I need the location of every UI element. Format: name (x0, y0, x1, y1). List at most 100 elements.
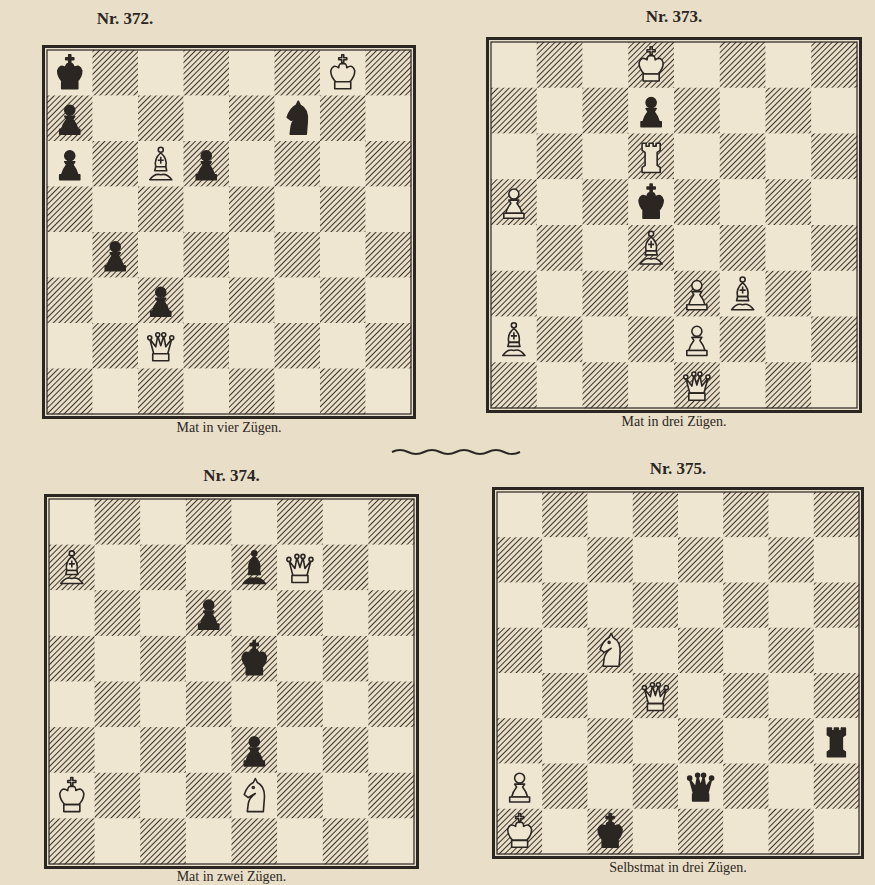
chess-piece (196, 151, 216, 180)
board-square (320, 141, 366, 187)
board-square (47, 232, 93, 278)
board-square (583, 42, 629, 88)
board-square (320, 50, 366, 96)
board-square (138, 323, 184, 369)
board-square (588, 718, 634, 764)
board-square (49, 727, 95, 773)
board-square (769, 492, 815, 538)
board-square (491, 179, 537, 225)
board-square (232, 773, 278, 819)
board-square (229, 323, 275, 369)
board-square (138, 369, 184, 415)
board-square (138, 96, 184, 142)
board-square (769, 673, 815, 719)
board-square (766, 134, 812, 180)
board-square (232, 727, 278, 773)
board-square (766, 42, 812, 88)
problem-number: Nr. 372. (0, 9, 312, 29)
board-square (633, 764, 679, 810)
board-square (275, 278, 321, 324)
chess-piece (687, 281, 707, 310)
board-square (275, 369, 321, 415)
board-square (323, 636, 369, 682)
board-square (720, 271, 766, 317)
board-square (633, 809, 679, 855)
board-square (277, 636, 323, 682)
problem-number: Nr. 373. (486, 7, 862, 27)
board-square (186, 773, 232, 819)
board-square (95, 727, 141, 773)
board-square (674, 179, 720, 225)
board-square (542, 628, 588, 674)
board-square (537, 42, 583, 88)
board-square (628, 362, 674, 408)
board-square (93, 323, 139, 369)
board-square (140, 545, 186, 591)
board-square (678, 583, 724, 629)
board-square (769, 537, 815, 583)
chess-piece (150, 147, 172, 180)
board-square (229, 187, 275, 233)
board-square (811, 317, 857, 363)
board-square (93, 278, 139, 324)
chess-piece (244, 737, 264, 766)
board-square (138, 141, 184, 187)
board-frame (44, 47, 415, 418)
chess-piece (61, 551, 83, 584)
board-square (583, 134, 629, 180)
board-square (633, 718, 679, 764)
board-square (811, 362, 857, 408)
board-square (814, 628, 860, 674)
board-square (49, 636, 95, 682)
board-square (491, 271, 537, 317)
board-square (633, 628, 679, 674)
board-square (368, 682, 414, 728)
board-square (186, 590, 232, 636)
chess-board (486, 37, 862, 413)
chess-piece (510, 773, 530, 802)
board-square (366, 96, 412, 142)
chess-piece (684, 372, 710, 400)
chess-piece (58, 55, 82, 89)
chess-piece (642, 683, 668, 711)
board-square (47, 369, 93, 415)
board-square (542, 718, 588, 764)
board-square (491, 362, 537, 408)
board-square (678, 764, 724, 810)
divider-line (392, 450, 520, 454)
chess-piece (827, 728, 845, 757)
chess-piece (287, 101, 307, 134)
board-square (49, 682, 95, 728)
board-square (323, 499, 369, 545)
board-square (140, 636, 186, 682)
problem-stipulation: Mat in zwei Zügen. (44, 870, 419, 884)
board-square (588, 628, 634, 674)
board-square (232, 818, 278, 864)
board-square (366, 278, 412, 324)
board-square (95, 590, 141, 636)
board-square (320, 278, 366, 324)
board-square (491, 42, 537, 88)
board-square (491, 88, 537, 134)
board-square (95, 499, 141, 545)
board-square (49, 590, 95, 636)
board-square (275, 187, 321, 233)
board-square (674, 134, 720, 180)
board-square (537, 271, 583, 317)
problem-number: Nr. 374. (44, 466, 419, 486)
problem-board: Nr. 372.Mat in vier Zügen. (42, 45, 416, 419)
board-frame (494, 489, 863, 858)
board-square (720, 88, 766, 134)
board-square (47, 278, 93, 324)
board-square (323, 545, 369, 591)
board-square (542, 492, 588, 538)
board-square (229, 50, 275, 96)
chess-piece (503, 323, 525, 356)
board-square (542, 583, 588, 629)
board-square (537, 179, 583, 225)
board-square (674, 317, 720, 363)
board-square (366, 187, 412, 233)
problem-board: Nr. 375.Selbstmat in drei Zügen. (492, 487, 864, 859)
board-square (542, 673, 588, 719)
board-square (723, 583, 769, 629)
